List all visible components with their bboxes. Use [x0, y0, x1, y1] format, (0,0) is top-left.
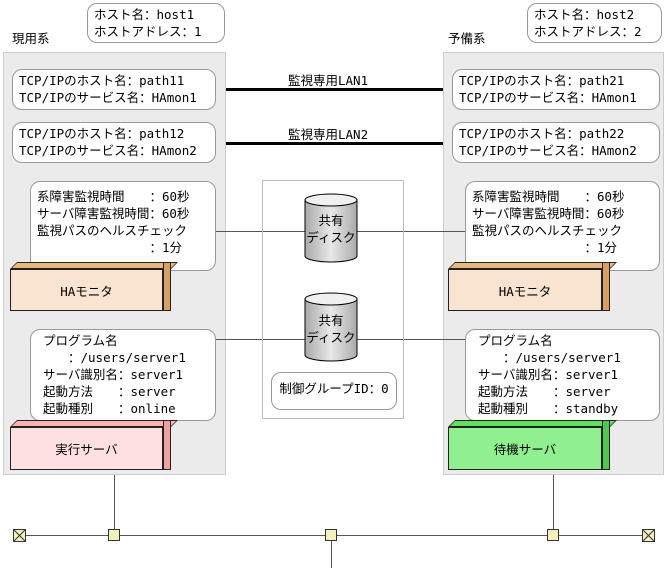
standby-program-box: プログラム名 ：/users/server1 サーバ識別名：server1 起動… — [465, 329, 660, 421]
lan2-line — [226, 142, 443, 145]
standby-path1-box: TCP/IPのホスト名：path21 TCP/IPのサービス名：HAmon1 — [452, 69, 660, 110]
standby-ha-monitor-label: HAモニタ — [448, 269, 602, 311]
active-network-drop — [114, 475, 115, 530]
active-ha-monitor: HAモニタ — [10, 262, 178, 311]
active-program-box: プログラム名 ：/users/server1 サーバ識別名：server1 起動… — [30, 329, 216, 421]
shared-disk-2-label: 共有 ディスク — [306, 313, 356, 345]
lan2-label: 監視専用LAN2 — [288, 127, 369, 142]
active-path1-box: TCP/IPのホスト名：path11 TCP/IPのサービス名：HAmon1 — [12, 69, 216, 110]
active-path2-box: TCP/IPのホスト名：path12 TCP/IPのサービス名：HAmon2 — [12, 122, 216, 163]
terminator-left-icon — [13, 529, 26, 542]
lan1-label: 監視専用LAN1 — [288, 73, 369, 88]
active-host-box: ホスト名：host1 ホストアドレス：1 — [87, 3, 225, 43]
shared-disk-1-icon — [304, 193, 358, 263]
active-monitor-settings: 系障害監視時間 ：60秒 サーバ障害監視時間：60秒 監視パスのヘルスチェック … — [30, 181, 216, 271]
control-group-box: 制御グループID：0 — [271, 372, 397, 410]
standby-path2-box: TCP/IPのホスト名：path22 TCP/IPのサービス名：HAmon2 — [452, 122, 660, 163]
standby-network-drop — [553, 475, 554, 530]
lan1-line — [226, 88, 443, 91]
active-system-title: 現用系 — [12, 31, 50, 46]
network-node-active — [108, 529, 120, 541]
active-server-label: 実行サーバ — [10, 427, 163, 470]
standby-server-label: 待機サーバ — [448, 427, 602, 470]
standby-ha-monitor: HAモニタ — [448, 262, 617, 311]
shared-resource-group — [262, 180, 404, 419]
standby-server: 待機サーバ — [448, 420, 617, 470]
standby-monitor-settings: 系障害監視時間 ：60秒 サーバ障害監視時間：60秒 監視パスのヘルスチェック … — [465, 181, 660, 271]
standby-host-box: ホスト名：host2 ホストアドレス：2 — [527, 3, 662, 43]
center-network-drop — [331, 540, 332, 568]
terminator-right-icon — [642, 529, 655, 542]
shared-disk-2-icon — [304, 292, 358, 362]
active-server: 実行サーバ — [10, 420, 178, 470]
network-node-center — [325, 529, 337, 541]
standby-system-title: 予備系 — [448, 31, 486, 46]
shared-disk-1-label: 共有 ディスク — [306, 213, 356, 245]
active-ha-monitor-label: HAモニタ — [10, 269, 163, 311]
network-node-standby — [547, 529, 559, 541]
